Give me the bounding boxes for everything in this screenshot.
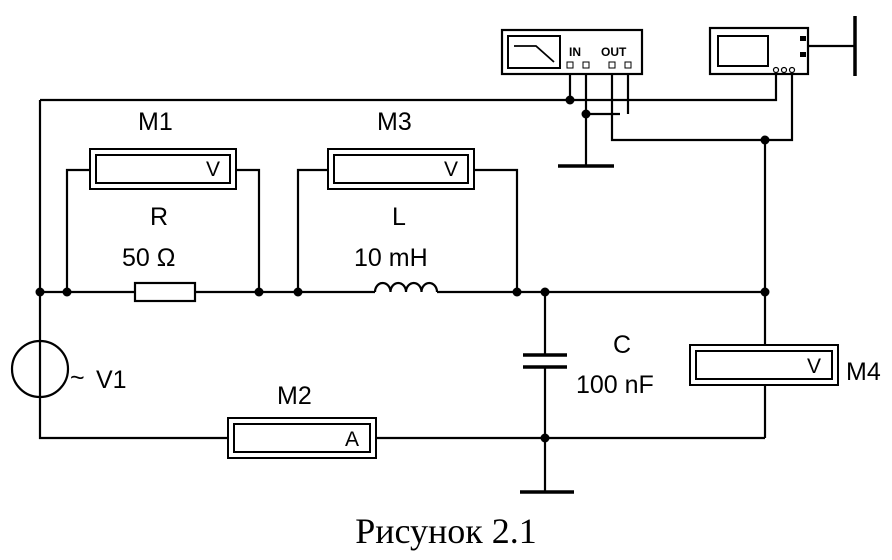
ammeter-m2[interactable]: A xyxy=(227,417,377,459)
voltmeter-m1[interactable]: V xyxy=(89,148,237,190)
voltmeter-m4-unit: V xyxy=(807,355,821,378)
voltmeter-m3-label: M3 xyxy=(377,108,412,136)
capacitor-c[interactable] xyxy=(523,353,567,369)
capacitor-label: C xyxy=(613,331,631,359)
oscilloscope[interactable] xyxy=(708,26,810,76)
source-label: V1 xyxy=(96,366,127,394)
ammeter-m2-unit: A xyxy=(345,428,359,451)
ammeter-m2-label: M2 xyxy=(277,382,312,410)
resistor-r[interactable] xyxy=(133,281,197,303)
oscilloscope-screen xyxy=(717,35,769,67)
voltmeter-m1-unit: V xyxy=(206,158,220,181)
inductor-label: L xyxy=(392,203,406,231)
resistor-label: R xyxy=(150,203,168,231)
source-symbol: ~ xyxy=(70,364,85,392)
bode-in-label: IN xyxy=(569,45,581,59)
wires xyxy=(38,44,855,492)
resistor-value: 50 Ω xyxy=(122,244,175,272)
inductor-value: 10 mH xyxy=(354,244,428,272)
voltmeter-m4-label: M4 xyxy=(846,358,881,386)
bode-out-label: OUT xyxy=(601,45,627,59)
bode-plotter[interactable]: IN OUT xyxy=(500,28,644,76)
circuit-schematic: R 50 Ω L 10 mH C 100 nF ~ V1 V M1 V M3 A… xyxy=(10,16,881,494)
inductor-l[interactable] xyxy=(373,281,439,293)
junction-nodes xyxy=(35,95,770,443)
voltmeter-m3-unit: V xyxy=(444,158,458,181)
capacitor-value: 100 nF xyxy=(576,371,654,399)
voltmeter-m1-label: M1 xyxy=(138,108,173,136)
ac-source-v1[interactable] xyxy=(10,339,70,399)
figure-caption: Рисунок 2.1 xyxy=(355,511,537,551)
bode-plot-icon xyxy=(514,45,555,63)
voltmeter-m4[interactable]: V xyxy=(689,344,839,386)
voltmeter-m3[interactable]: V xyxy=(327,148,475,190)
